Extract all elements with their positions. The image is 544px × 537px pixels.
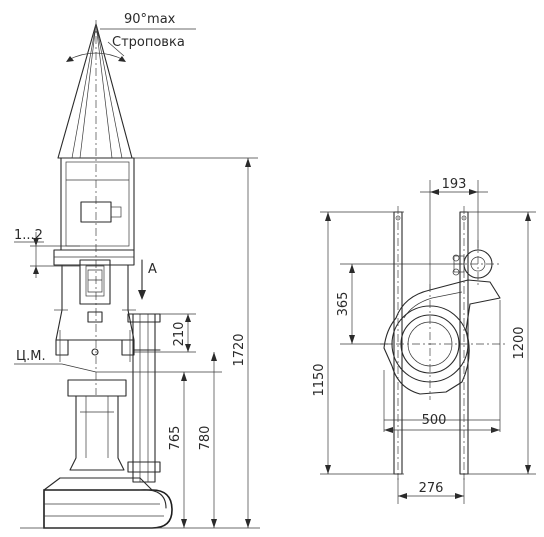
dim-210: 210	[172, 322, 187, 347]
side-view	[14, 20, 260, 529]
side-pipe	[127, 313, 161, 483]
dim-193: 193	[442, 177, 467, 192]
view-arrow	[138, 259, 146, 300]
center-of-mass	[14, 351, 222, 373]
dim-276: 276	[419, 481, 444, 496]
side-dimensions	[134, 157, 258, 528]
dim-1200: 1200	[512, 326, 527, 359]
gearbox	[54, 259, 136, 362]
pump-base	[20, 477, 260, 529]
motor-block	[53, 157, 135, 266]
dim-765: 765	[168, 426, 183, 451]
dim-780: 780	[198, 426, 213, 451]
dim-365: 365	[336, 292, 351, 317]
casing-outline	[383, 279, 501, 395]
slinging-label: Строповка	[112, 35, 185, 50]
dim-1150: 1150	[312, 363, 327, 396]
column	[67, 379, 127, 471]
dim-overall-height: 1720	[232, 333, 247, 366]
gap-dimension	[14, 232, 80, 278]
gap-label: 1...2	[14, 228, 43, 243]
dim-500: 500	[422, 413, 447, 428]
center-of-mass-label: Ц.М.	[16, 349, 46, 364]
view-label: A	[148, 262, 157, 277]
angle-label: 90°max	[124, 12, 176, 27]
view-a	[320, 180, 536, 504]
